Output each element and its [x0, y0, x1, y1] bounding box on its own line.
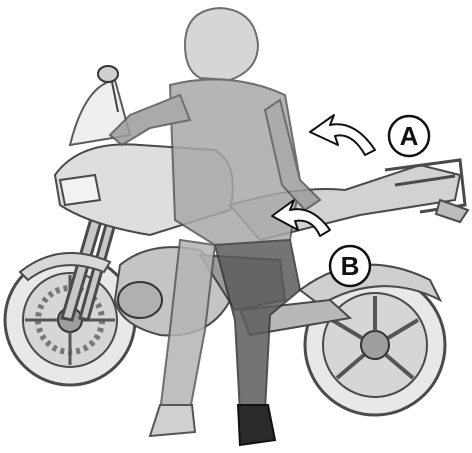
callout-a-label: A	[400, 121, 419, 151]
boot-left	[150, 405, 195, 436]
callout-b-label: B	[341, 251, 360, 281]
headlight	[60, 175, 100, 205]
callout-b: B	[330, 246, 370, 286]
callout-a: A	[389, 116, 429, 156]
motion-arrow-a	[310, 115, 375, 155]
tail-light	[436, 200, 468, 222]
boot-right	[238, 405, 275, 445]
